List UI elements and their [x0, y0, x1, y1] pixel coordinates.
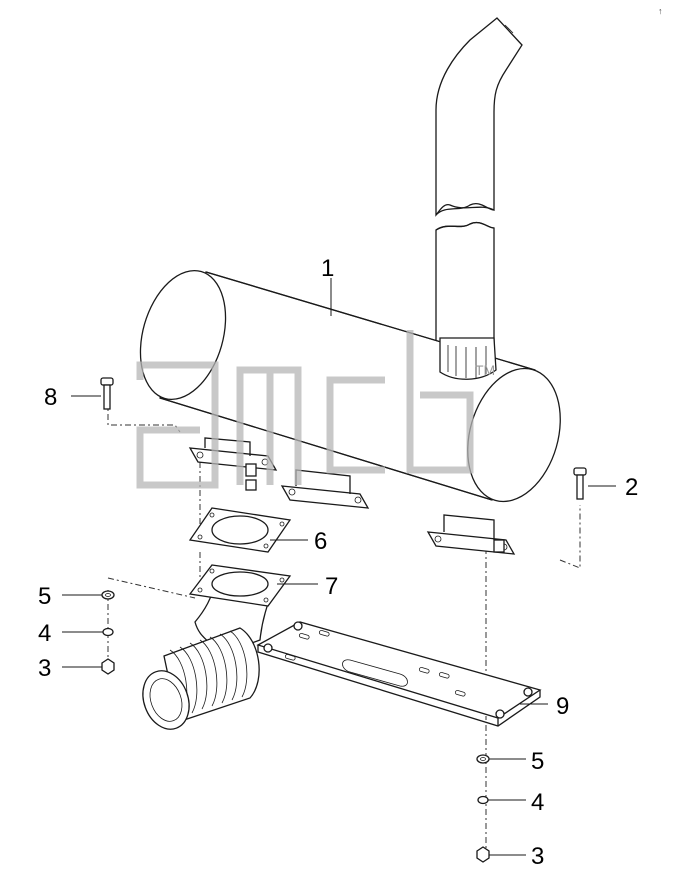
corner-mark: ↑ — [658, 6, 663, 16]
bolt-2 — [573, 467, 587, 500]
elbow-7 — [142, 564, 292, 730]
callout-5-left: 5 — [38, 583, 51, 610]
washer-5-left — [101, 590, 115, 600]
watermark-logo: TM — [136, 330, 495, 489]
foot-bolts — [245, 463, 505, 553]
callout-8: 8 — [44, 384, 57, 411]
lock-washer-4-right — [477, 795, 489, 805]
lock-washer-4-left — [102, 627, 114, 637]
callout-4-left: 4 — [38, 620, 51, 647]
fasteners — [101, 590, 490, 863]
callout-5-right: 5 — [531, 748, 544, 775]
callout-3-left: 3 — [38, 655, 51, 682]
washer-5-right — [476, 754, 490, 764]
callout-9: 9 — [556, 693, 569, 720]
callout-1: 1 — [321, 255, 334, 282]
callout-3-right: 3 — [531, 843, 544, 870]
nut-3-right — [476, 846, 490, 863]
callout-7: 7 — [325, 573, 338, 600]
bolt-8 — [100, 377, 114, 410]
callout-2: 2 — [625, 474, 638, 501]
leader-lines — [62, 278, 616, 856]
callout-6: 6 — [314, 528, 327, 555]
callout-4-right: 4 — [531, 789, 544, 816]
muffler — [139, 17, 561, 555]
watermark-trademark: TM — [475, 362, 495, 378]
bracket-plate-9 — [256, 621, 542, 727]
gasket-6 — [188, 507, 292, 553]
callout-labels: 1 2 3 3 4 4 5 5 6 7 8 9 — [38, 255, 638, 870]
nut-3-left — [101, 658, 115, 675]
